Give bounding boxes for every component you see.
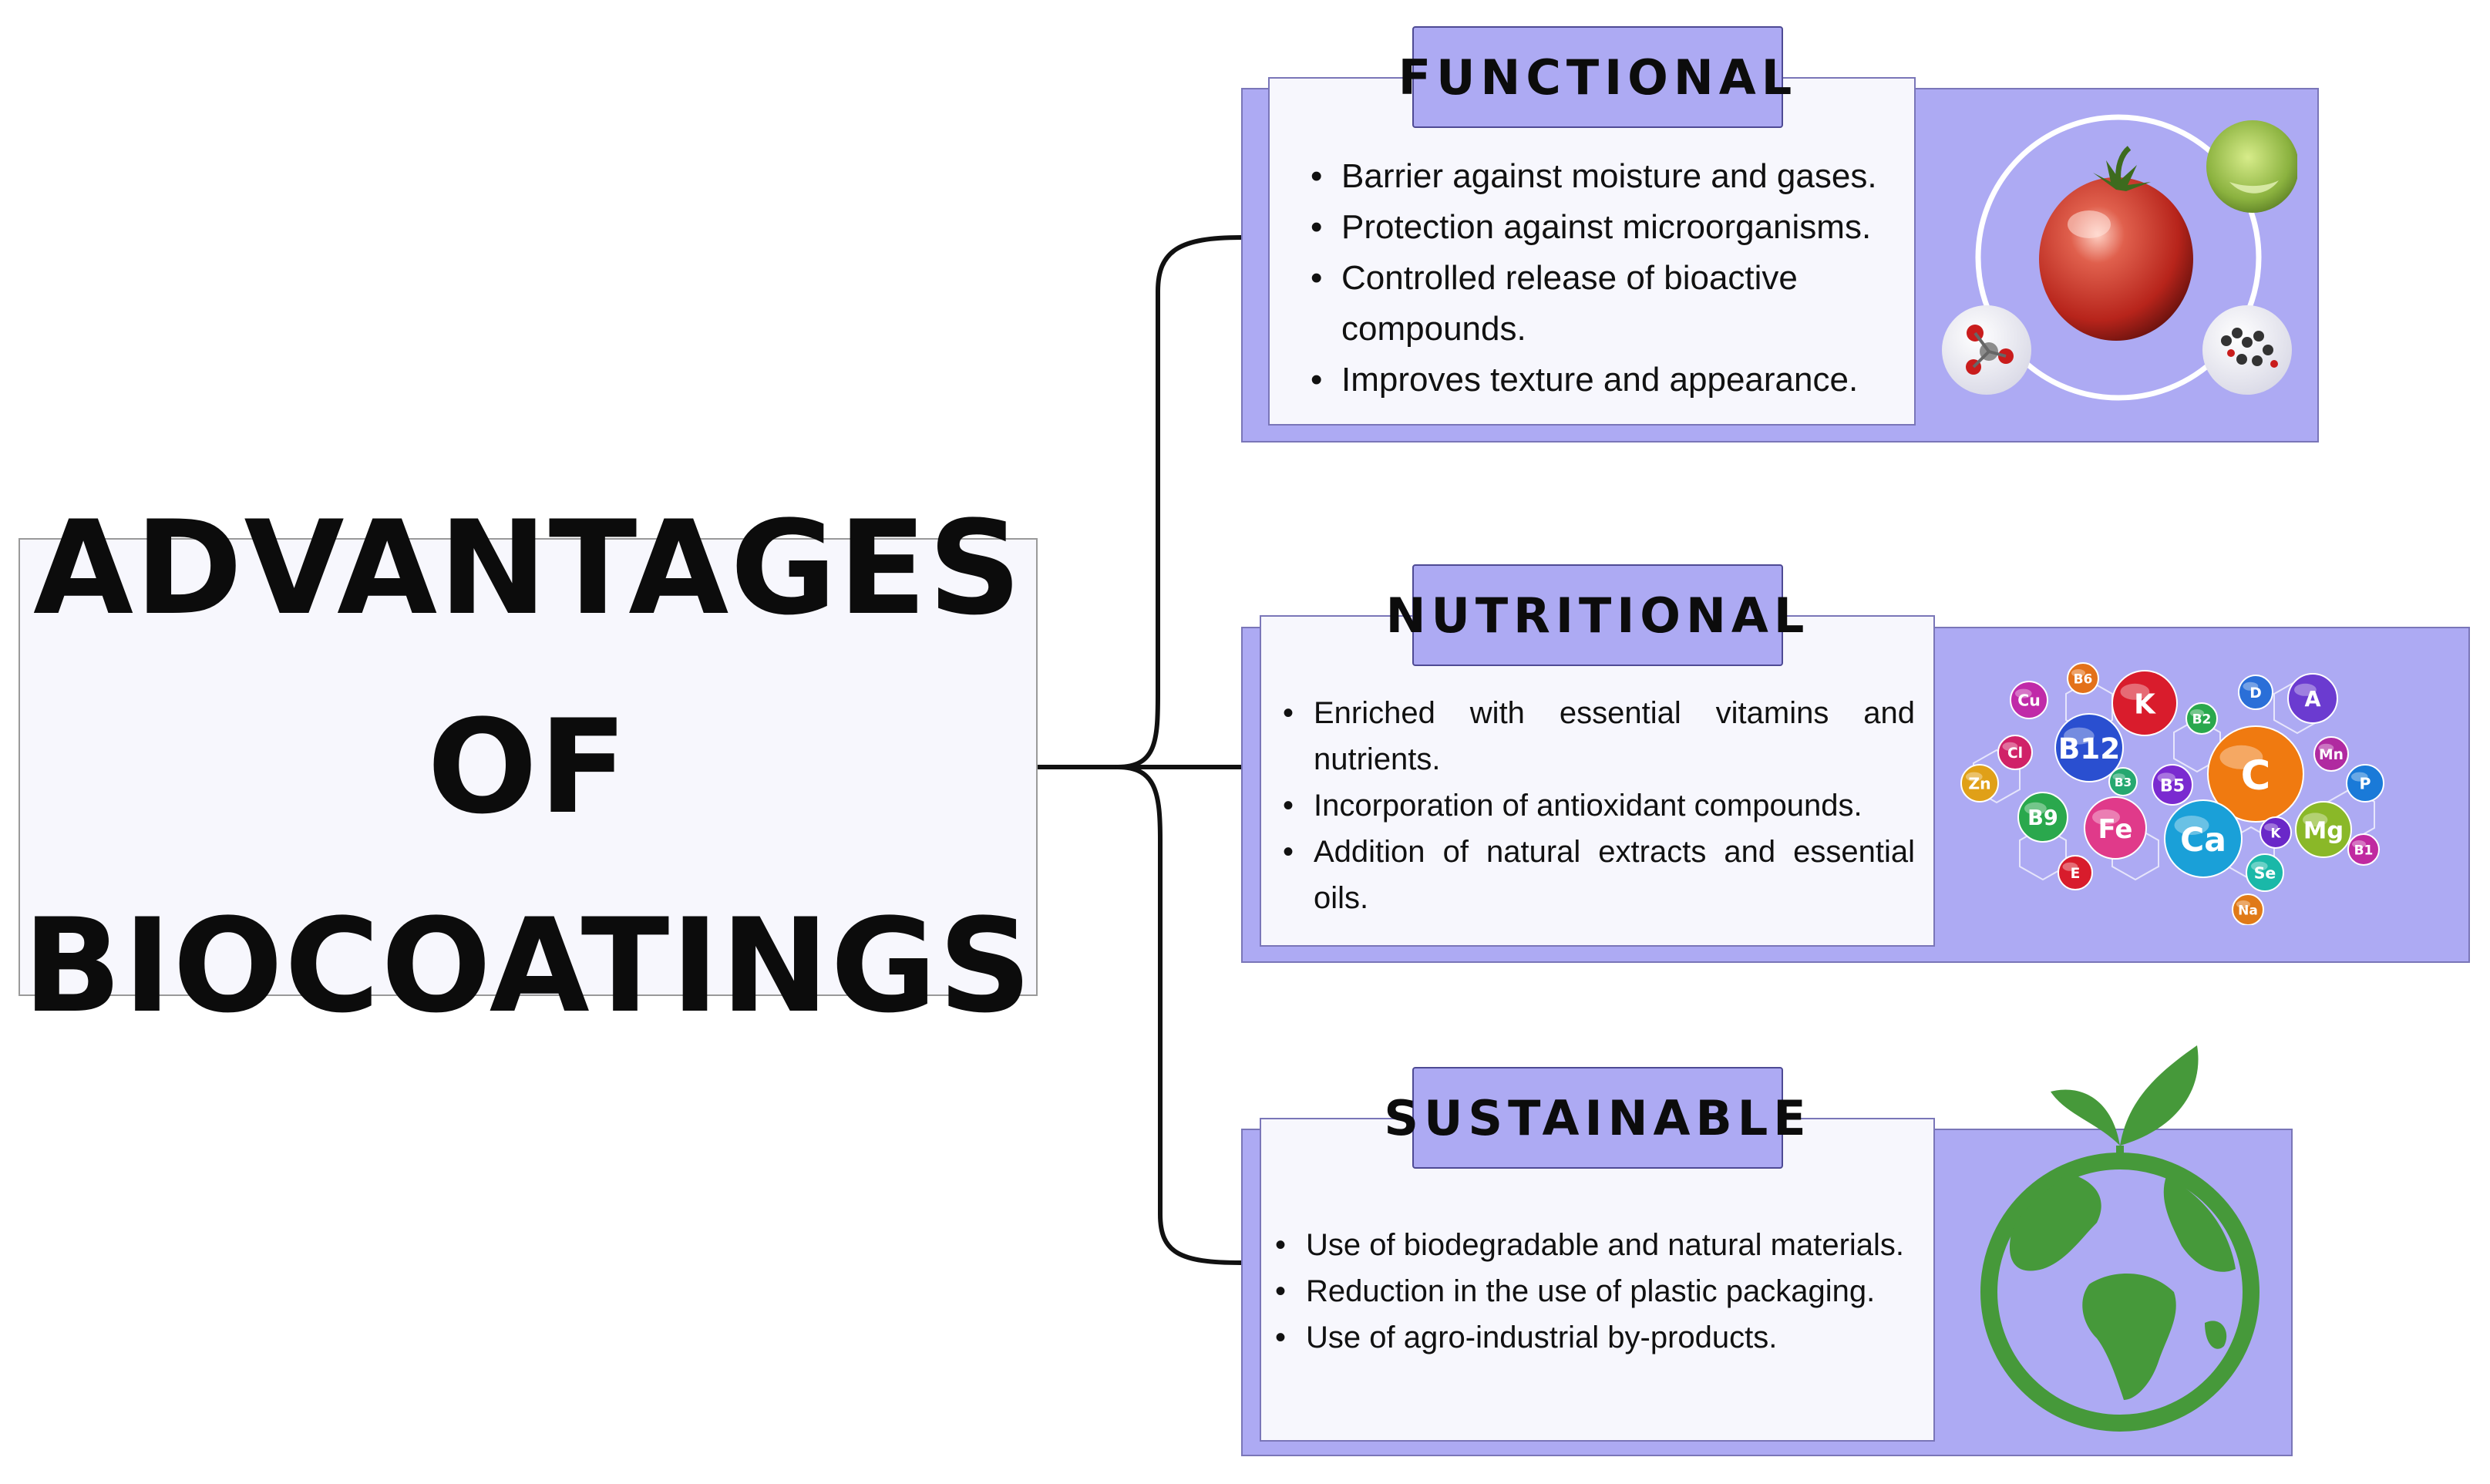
nutrient-label: B2 <box>2192 712 2212 727</box>
nutrient-label: Na <box>2238 903 2258 918</box>
sustainable-label: SUSTAINABLE <box>1384 1067 1806 1169</box>
nutrient-label: Cl <box>2007 745 2023 762</box>
nutrient-bubble-highlight <box>2002 742 2018 751</box>
root-title: ADVANTAGES OF BIOCOATINGS <box>22 493 1034 1041</box>
nutrient-bubble-highlight <box>2351 772 2368 782</box>
nutrient-bubble <box>2295 801 2352 858</box>
nutrient-bubble-highlight <box>2112 773 2125 781</box>
nutrient-bubble <box>2164 799 2243 878</box>
nutrient-label: Se <box>2254 864 2276 883</box>
nutrient-bubble-highlight <box>2318 743 2334 752</box>
nutritional-item: Addition of natural extracts and essenti… <box>1283 829 1915 921</box>
nutrient-bubble <box>1997 735 2033 770</box>
nutrient-bubble-highlight <box>2092 809 2120 825</box>
nutrient-label: Mn <box>2319 747 2344 763</box>
nutrient-label: P <box>2360 775 2371 793</box>
nutrient-bubble <box>2260 816 2292 849</box>
functional-item: Barrier against moisture and gases. <box>1311 151 1912 202</box>
nutrient-bubble-highlight <box>2243 681 2259 691</box>
nutrient-bubble-highlight <box>2062 862 2078 871</box>
tomato-coating-icon <box>1942 114 2297 401</box>
nutrient-bubble <box>2108 767 2138 796</box>
nutrient-label: E <box>2071 866 2081 882</box>
nutrient-label: Cu <box>2017 692 2040 710</box>
nutrient-bubble-highlight <box>2174 816 2209 835</box>
nutrient-bubble <box>2238 675 2273 710</box>
nutrient-bubble <box>2185 702 2218 735</box>
nutrient-bubble-highlight <box>2024 802 2047 815</box>
sustainable-item: Use of agro-industrial by-products. <box>1275 1314 1938 1361</box>
functional-item: Improves texture and appearance. <box>1311 355 1912 405</box>
nutrient-bubble-highlight <box>2352 840 2366 848</box>
nutrient-label: D <box>2249 685 2262 702</box>
functional-list: Barrier against moisture and gases. Prot… <box>1311 151 1912 405</box>
nutrient-bubble-highlight <box>2015 688 2032 698</box>
functional-item: Controlled release of bioactive compound… <box>1311 253 1912 355</box>
nutrient-label: B6 <box>2074 671 2093 687</box>
nutrient-bubble-highlight <box>2303 813 2328 827</box>
green-earth-icon <box>1980 1045 2260 1432</box>
nutrient-bubble-highlight <box>2264 823 2278 831</box>
nutrient-bubble-highlight <box>1966 772 1983 782</box>
nutrient-bubble-highlight <box>2157 772 2175 783</box>
nutrient-bubble <box>2313 736 2349 772</box>
nutrient-bubble <box>2346 764 2384 803</box>
nutrient-label: B9 <box>2027 806 2058 830</box>
sustainable-list: Use of biodegradable and natural materia… <box>1275 1222 1938 1361</box>
nutrient-bubble <box>2347 833 2380 866</box>
nutrient-label: Zn <box>1968 775 1990 793</box>
nutrient-bubble-highlight <box>2064 727 2095 745</box>
root-node: ADVANTAGES OF BIOCOATINGS <box>19 493 1038 1041</box>
nutrient-bubble <box>2232 893 2264 925</box>
nutritional-item: Incorporation of antioxidant compounds. <box>1283 782 1915 829</box>
nutrient-label: Mg <box>2303 818 2344 845</box>
nutrient-label: A <box>2304 688 2320 712</box>
connector-functional <box>1115 235 1243 769</box>
nutrient-bubble-highlight <box>2294 683 2317 696</box>
nutrient-bubble <box>2010 681 2048 719</box>
nutrient-label: K <box>2134 688 2156 720</box>
nutrient-bubble-highlight <box>2190 709 2204 717</box>
nutritional-label: NUTRITIONAL <box>1386 564 1804 666</box>
nutrient-label: C <box>2241 752 2271 799</box>
nutrient-label: K <box>2270 826 2281 841</box>
nutrient-bubble <box>2067 662 2099 695</box>
nutrient-bubble <box>2054 713 2124 782</box>
nutrient-bubble-highlight <box>2071 669 2085 677</box>
nutrient-bubble-highlight <box>2236 900 2250 908</box>
nutrient-bubble <box>2058 855 2093 890</box>
nutrient-label: B3 <box>2115 776 2132 789</box>
nutrient-bubble <box>1960 764 1999 803</box>
nutrient-bubble <box>2207 725 2304 823</box>
nutrient-label: B1 <box>2354 843 2374 858</box>
nutrient-bubble-highlight <box>2251 861 2268 871</box>
nutritional-list: Enriched with essential vitamins and nut… <box>1283 690 1915 921</box>
nutrient-bubble <box>2017 792 2068 843</box>
nutrient-label: B5 <box>2160 776 2185 796</box>
nutrient-bubble <box>2111 670 2178 736</box>
nutrient-bubble-highlight <box>2120 683 2150 700</box>
nutrient-label: Fe <box>2098 814 2133 845</box>
sustainable-item: Reduction in the use of plastic packagin… <box>1275 1268 1938 1314</box>
nutrient-bubble <box>2287 673 2338 724</box>
functional-label: FUNCTIONAL <box>1398 26 1792 128</box>
nutrient-bubble <box>2152 764 2193 806</box>
nutrient-label: Ca <box>2180 822 2226 860</box>
nutrient-bubble <box>2246 853 2284 892</box>
nutrient-bubble <box>2084 796 2147 860</box>
nutrient-label: B12 <box>2058 732 2121 766</box>
nutritional-item: Enriched with essential vitamins and nut… <box>1283 690 1915 782</box>
nutrient-bubble-highlight <box>2219 745 2263 769</box>
connector-sustainable <box>1115 765 1243 1265</box>
sustainable-item: Use of biodegradable and natural materia… <box>1275 1222 1938 1268</box>
functional-item: Protection against microorganisms. <box>1311 202 1912 253</box>
